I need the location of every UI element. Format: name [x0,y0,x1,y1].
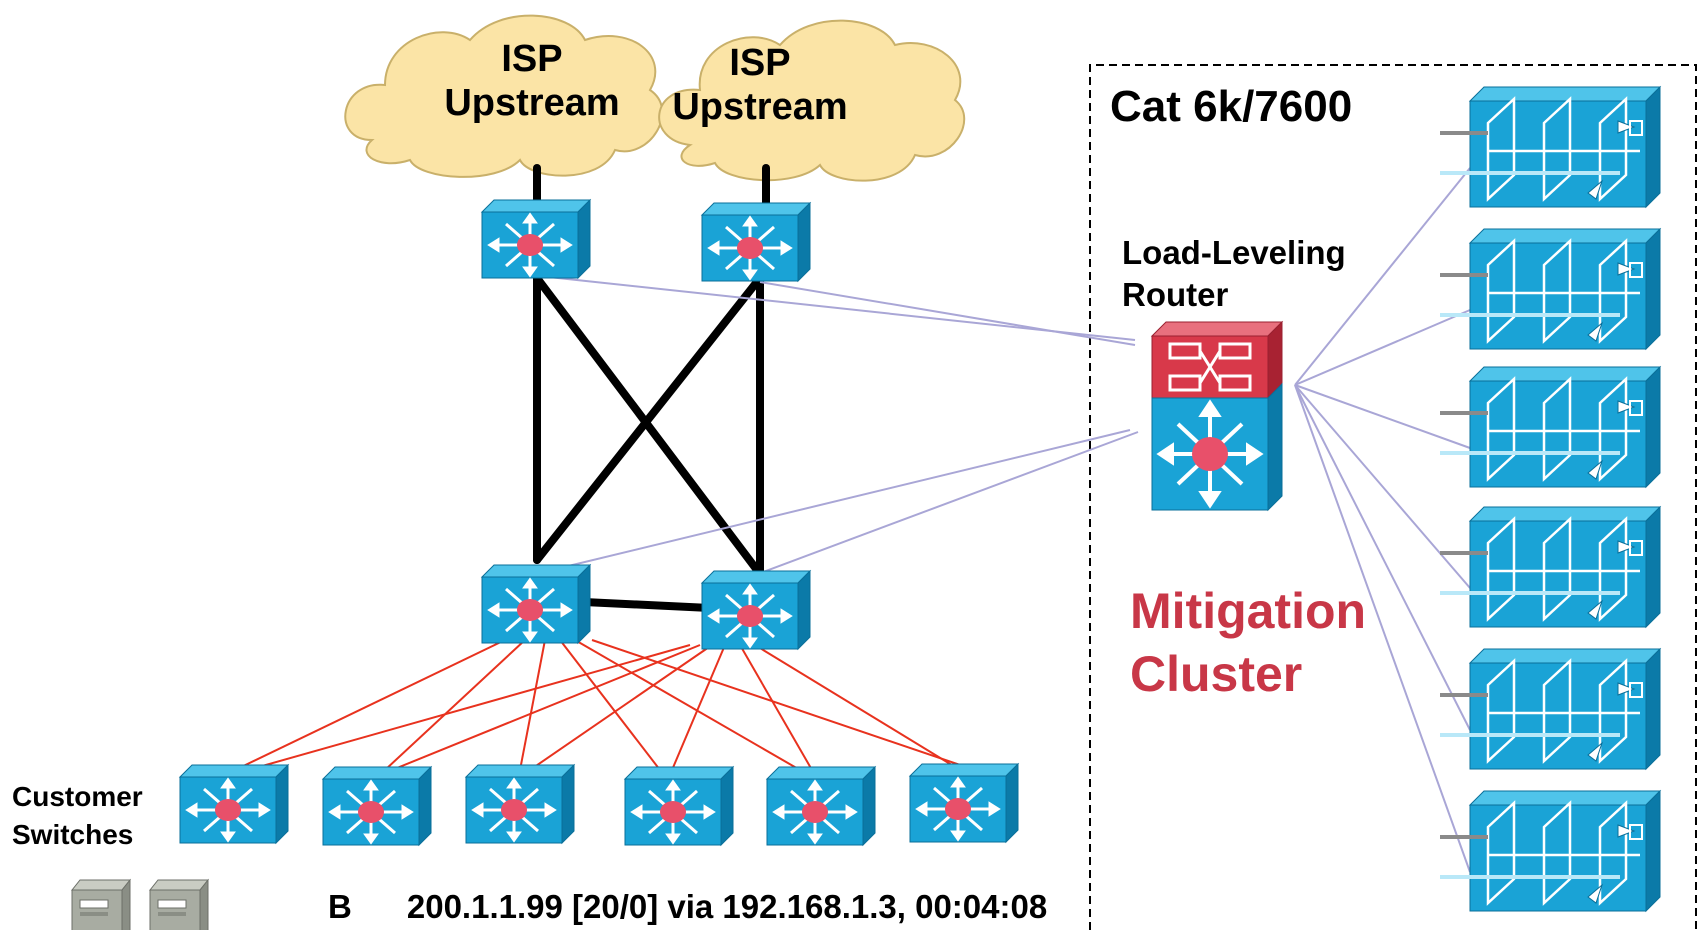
mitigation-cluster-border [1089,64,1697,930]
customer-switch-2-icon [321,765,433,847]
access-links [234,639,976,771]
customer-switches-label: Customer Switches [12,778,143,854]
mitigation-appliance-1-icon [1438,85,1662,209]
route-code: B [328,888,352,925]
distribution-switch-2-icon [700,569,812,651]
distribution-switch-1-icon [480,563,592,645]
isp-upstream-2-label: ISP Upstream [650,42,870,129]
mitigation-appliance-6-icon [1438,789,1662,913]
router-label-line1: Load-Leveling [1122,234,1346,271]
mitigation-appliance-2-icon [1438,227,1662,351]
router-label-line2: Router [1122,276,1229,314]
mitigation-appliance-3-icon [1438,365,1662,489]
isp-upstream-1-line2: Upstream [444,81,620,124]
isp-upstream-1-line1: ISP [501,38,563,80]
server-1-icon [71,879,131,930]
isp-upstream-1-label: ISP Upstream [422,38,642,125]
route-entry: B 200.1.1.99 [20/0] via 192.168.1.3, 00:… [328,888,1047,926]
server-2-icon [149,879,209,930]
customer-switch-6-icon [908,762,1020,844]
customer-switch-1-icon [178,763,290,845]
customer-label-line2: Switches [12,818,134,850]
mitigation-line2: Cluster [1130,645,1303,702]
customer-switch-5-icon [765,765,877,847]
mitigation-line1: Mitigation [1130,583,1367,639]
route-text: 200.1.1.99 [20/0] via 192.168.1.3, 00:04… [406,888,1048,925]
mitigation-appliance-4-icon [1438,505,1662,629]
mitigation-links [529,167,1471,873]
mitigation-appliance-5-icon [1438,647,1662,771]
upstream-switch-2-icon [700,201,812,283]
isp-cloud-1-shape [344,14,664,178]
trunk-links [533,164,770,612]
mitigation-cluster-label: Mitigation Cluster [1130,580,1366,705]
load-leveling-router-label: Load-Leveling Router [1122,232,1346,316]
isp-upstream-2-line2: Upstream [672,85,848,128]
customer-switch-4-icon [623,765,735,847]
cluster-title: Cat 6k/7600 [1110,82,1353,131]
customer-switch-3-icon [464,763,576,845]
isp-upstream-2-line1: ISP [729,42,791,84]
customer-label-line1: Customer [12,781,143,812]
upstream-switch-1-icon [480,198,592,280]
load-leveling-router-icon [1150,320,1284,512]
